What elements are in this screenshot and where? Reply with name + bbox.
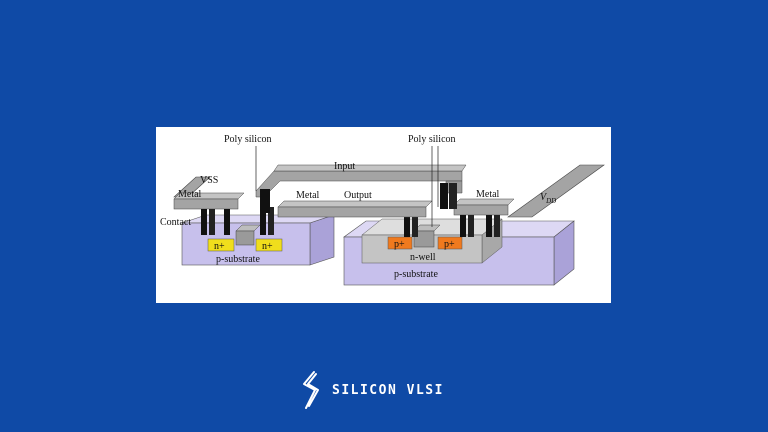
cmos-diagram-panel: Poly silicon Poly silicon Input Metal Ou… [156, 127, 611, 303]
psubstrate-label-right: p-substrate [394, 269, 438, 280]
left-gate [235, 230, 255, 246]
contact-left-1 [201, 209, 207, 235]
poly-via-right-1 [440, 183, 448, 209]
pplus-region-2 [437, 236, 463, 250]
poly-via-left [260, 189, 270, 213]
poly-silicon-label-right: Poly silicon [408, 134, 456, 145]
lightning-s-icon [303, 371, 319, 409]
nplus-label-2: n+ [262, 241, 273, 252]
contact-right-1 [404, 209, 410, 237]
contact-label: Contact [160, 217, 191, 228]
metal-left-label: Metal [178, 189, 202, 200]
brand-logo: SILICON VLSI [300, 370, 444, 410]
output-label: Output [344, 190, 372, 201]
poly-silicon-label-left: Poly silicon [224, 134, 272, 145]
poly-via-right-2 [449, 183, 457, 209]
nwell-label: n-well [410, 252, 436, 263]
left-metal-bar [173, 198, 239, 210]
nplus-label-1: n+ [214, 241, 225, 252]
contact-right-6 [494, 215, 500, 237]
contact-right-5 [486, 215, 492, 237]
cmos-cross-section: Poly silicon Poly silicon Input Metal Ou… [160, 134, 605, 286]
vss-label: VSS [200, 175, 218, 186]
contact-left-4 [260, 207, 266, 235]
pplus-label-1: p+ [394, 239, 405, 250]
contact-right-2 [412, 209, 418, 237]
vdd-label: VDD [540, 192, 556, 205]
output-metal-top [277, 200, 433, 208]
left-substrate-side [309, 214, 335, 266]
output-metal [277, 206, 427, 218]
nplus-region-2 [255, 238, 283, 252]
contact-left-2 [209, 209, 215, 235]
right-gate [413, 230, 435, 248]
metal-right-label: Metal [476, 189, 500, 200]
metal-center-label: Metal [296, 190, 320, 201]
input-poly-top [273, 164, 467, 172]
input-label: Input [334, 161, 355, 172]
contact-left-5 [268, 207, 274, 235]
psubstrate-label-left: p-substrate [216, 254, 260, 265]
contact-left-3 [224, 209, 230, 235]
nplus-region-1 [207, 238, 235, 252]
brand-name: SILICON VLSI [332, 382, 444, 398]
vdd-metal-diagonal [507, 164, 605, 218]
contact-right-4 [468, 215, 474, 237]
pplus-region-1 [387, 236, 413, 250]
contact-right-3 [460, 215, 466, 237]
right-metal-bar [453, 204, 509, 216]
pplus-label-2: p+ [444, 239, 455, 250]
